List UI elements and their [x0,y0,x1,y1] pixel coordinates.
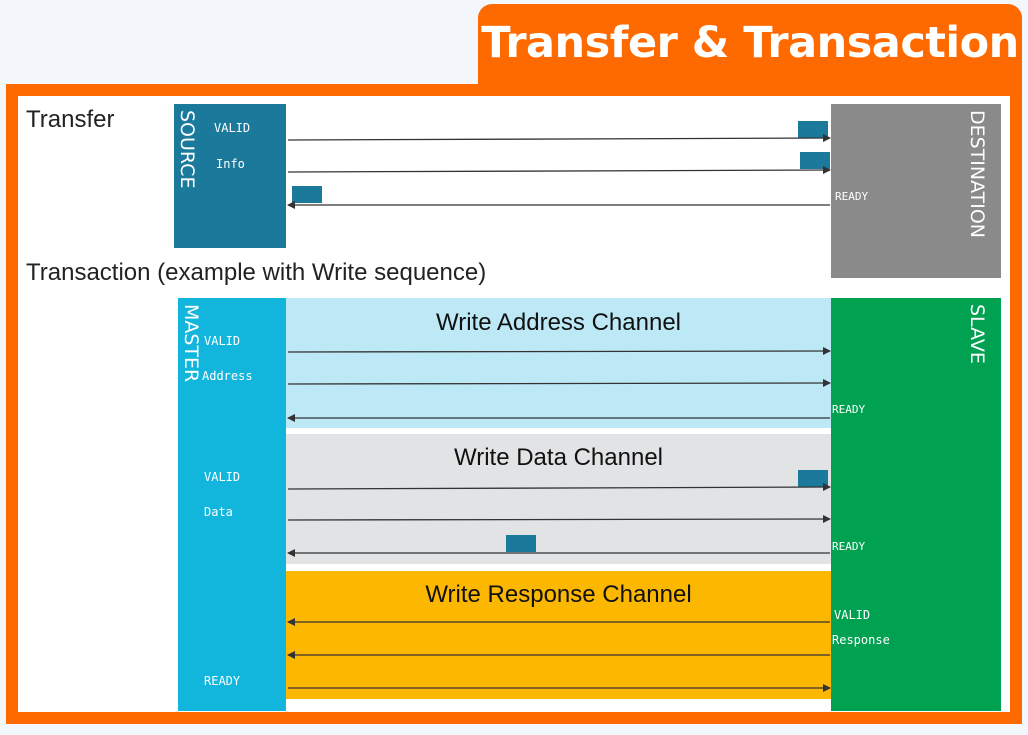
transfer-ready-label: READY [835,190,869,203]
response-ready-label: READY [204,674,241,688]
transfer-valid-arrow [287,134,831,143]
address-payload-arrow [287,379,831,388]
write-address-channel-title: Write Address Channel [435,309,681,336]
source-block [174,104,286,248]
transfer-valid-label: VALID [214,121,251,135]
data-ready-label: READY [832,540,866,553]
master-label: MASTER [180,304,202,383]
write-response-channel-band [286,571,831,699]
address-payload-label: Address [202,369,253,383]
transfer-info-label: Info [216,157,245,171]
address-ready-label: READY [832,403,866,416]
response-valid-label: VALID [834,608,871,622]
packet-icon [800,152,830,169]
write-address-channel-band [286,298,831,428]
transfer-info-arrow [287,166,831,175]
packet-icon [506,535,536,552]
packet-icon [292,186,322,203]
master-block [178,298,286,711]
packet-icon [798,470,828,487]
data-payload-arrow [287,515,831,524]
diagram-title: Transfer & Transaction [481,18,1019,68]
write-data-channel-band [286,434,831,564]
address-valid-label: VALID [204,334,241,348]
response-payload-label: Response [832,633,890,647]
transaction-label: Transaction (example with Write sequence… [26,259,487,286]
source-label: SOURCE [176,110,198,189]
write-response-channel-title: Write Response Channel [425,581,692,608]
data-valid-label: VALID [204,470,241,484]
data-payload-label: Data [204,505,233,519]
write-data-channel-title: Write Data Channel [454,444,663,471]
slave-block [831,298,1001,711]
packet-icon [798,121,828,138]
destination-label: DESTINATION [966,110,988,239]
address-valid-arrow [287,347,831,356]
slave-label: SLAVE [966,304,988,364]
transfer-label: Transfer [26,106,115,133]
destination-block [831,104,1001,278]
data-valid-arrow [287,483,831,492]
